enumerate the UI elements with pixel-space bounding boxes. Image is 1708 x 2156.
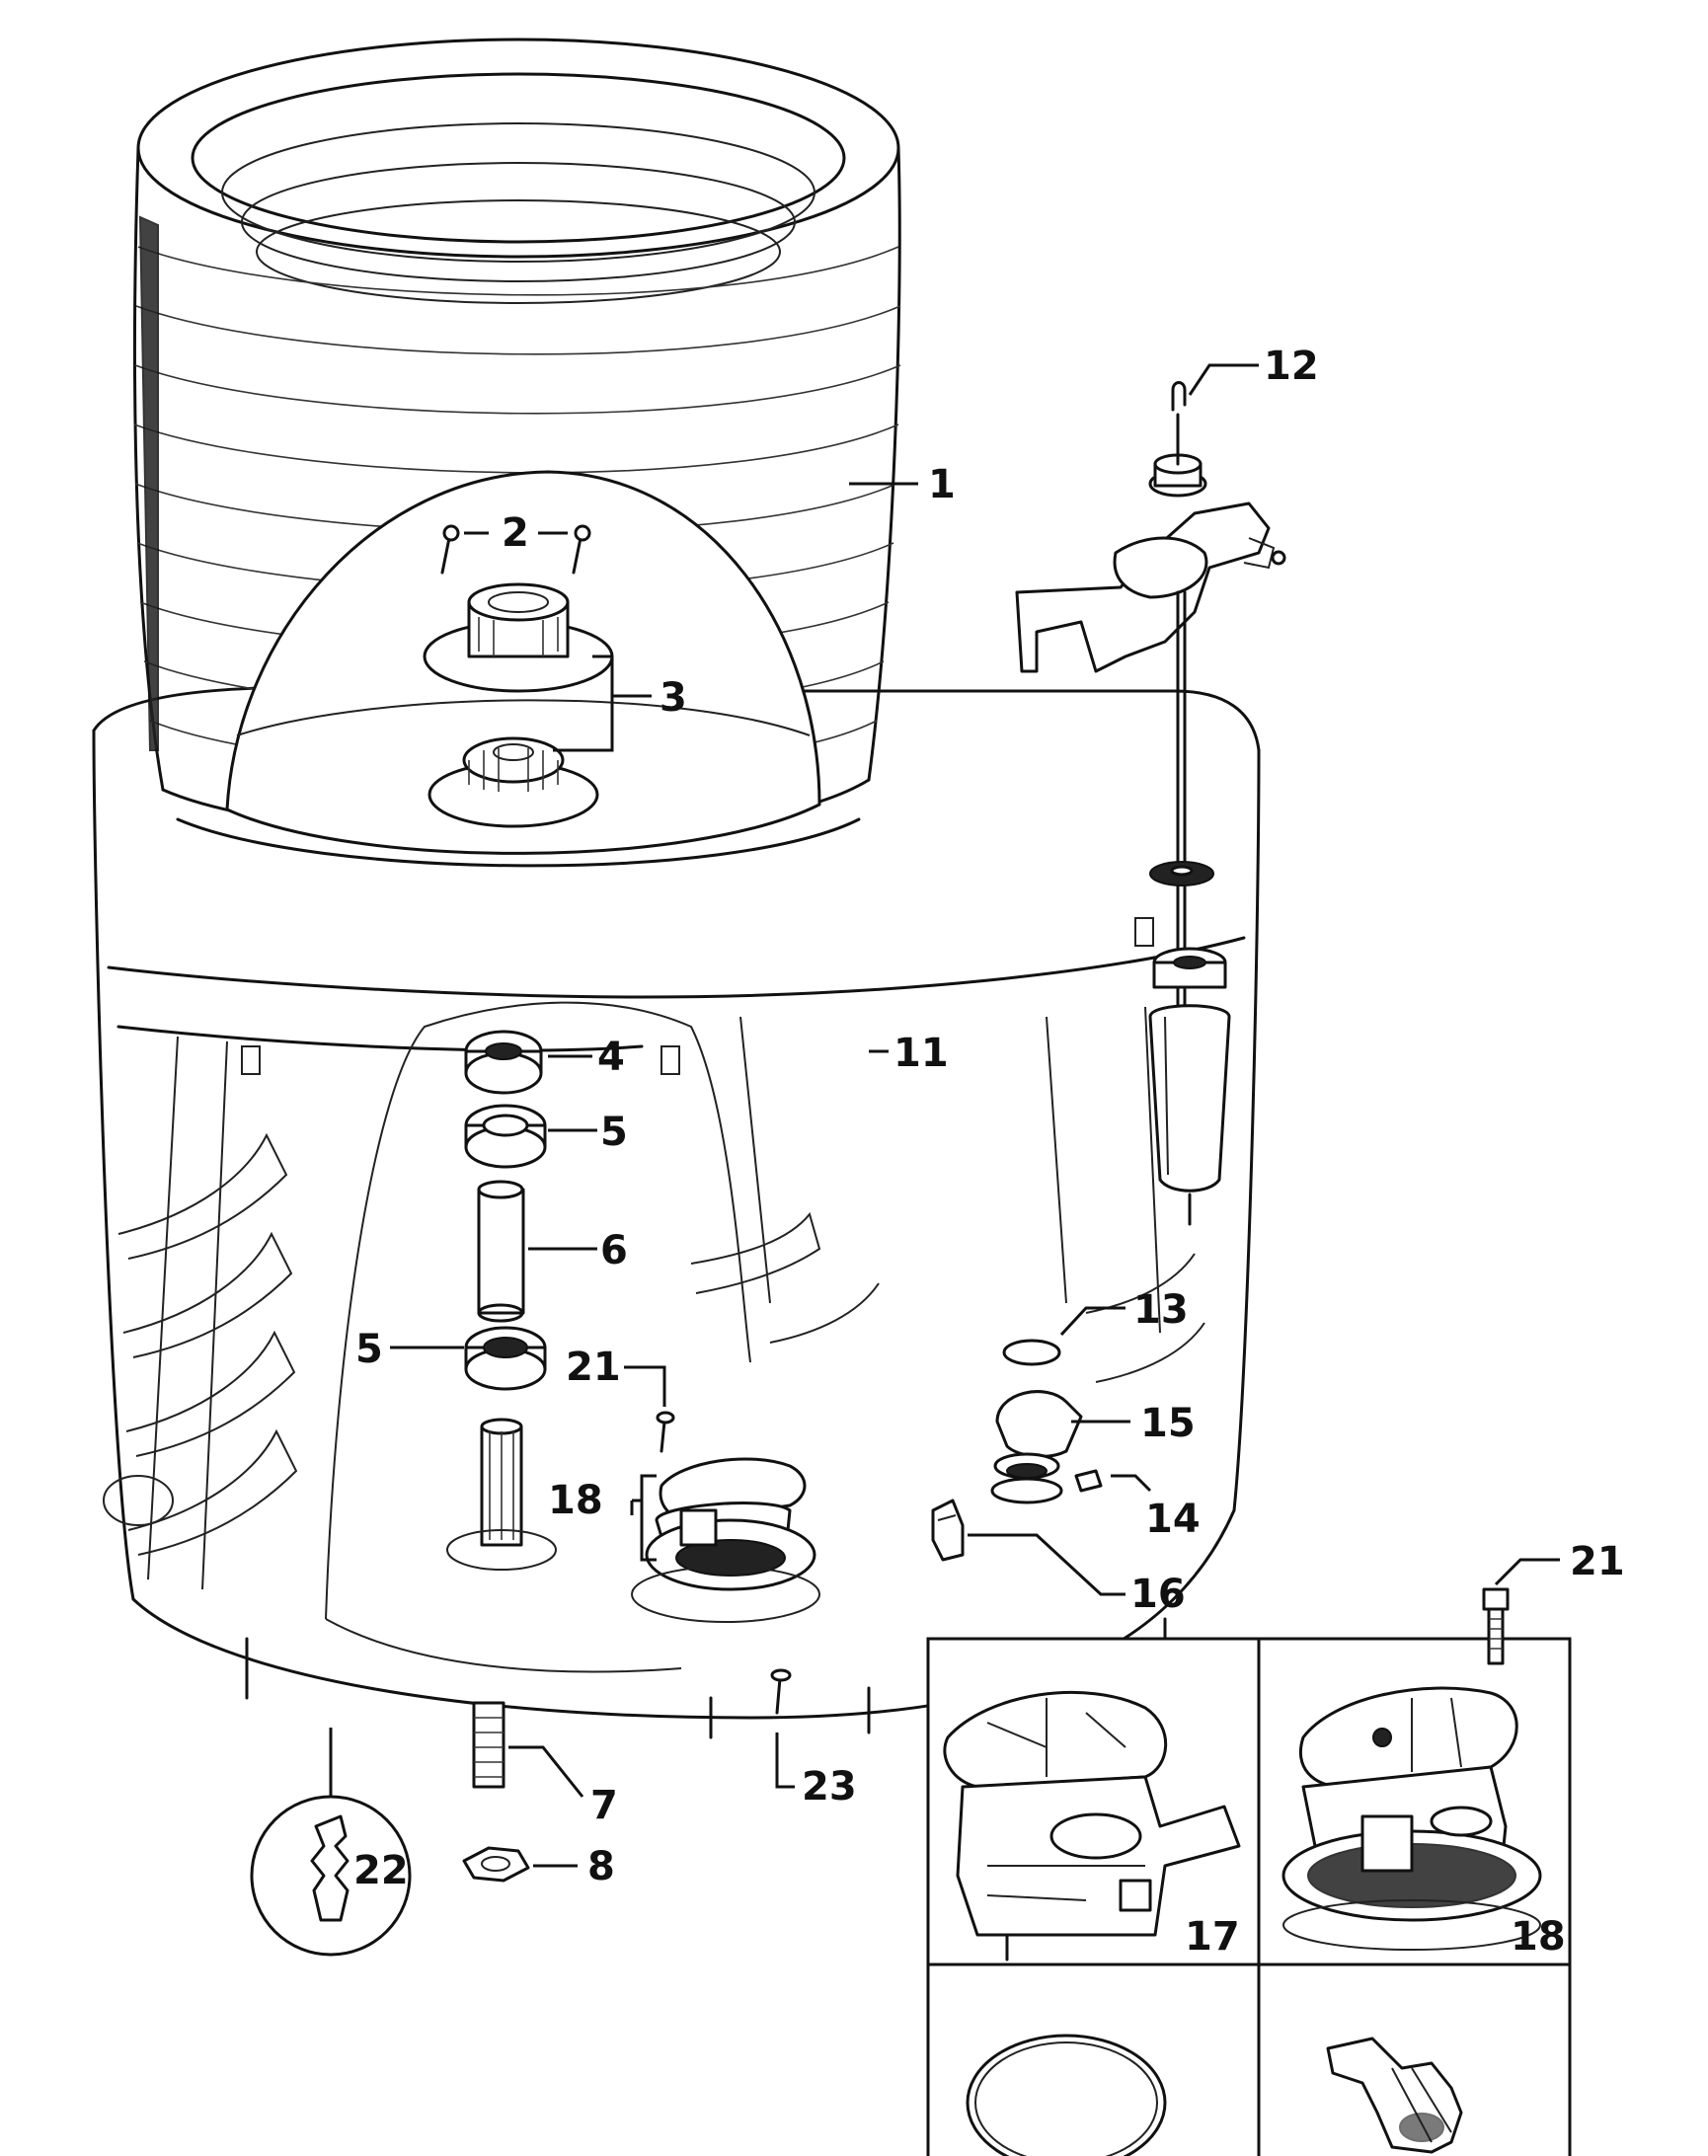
bearing-stack xyxy=(390,1030,597,1571)
callout-8: 8 xyxy=(587,1844,615,1889)
callout-6: 6 xyxy=(600,1228,628,1273)
drain-pump-18 xyxy=(1281,1686,1542,1951)
callout-12: 12 xyxy=(1264,344,1319,389)
pump-in-tub xyxy=(624,1365,820,1623)
callout-15: 15 xyxy=(1140,1401,1196,1446)
callout-2: 2 xyxy=(502,510,529,556)
callout-16: 16 xyxy=(1130,1572,1186,1617)
callout-4: 4 xyxy=(597,1035,625,1080)
callout-3: 3 xyxy=(660,675,687,721)
basket-screws xyxy=(440,524,591,575)
callout-21-panel: 21 xyxy=(1570,1539,1625,1584)
callout-5-upper: 5 xyxy=(600,1110,628,1155)
pump-cover-19 xyxy=(1326,2037,1463,2154)
lower-hardware xyxy=(250,1668,795,1957)
callout-11: 11 xyxy=(893,1031,949,1076)
panel-label-17: 17 xyxy=(1185,1914,1240,1960)
callout-22: 22 xyxy=(353,1848,409,1893)
callout-5-lower: 5 xyxy=(355,1327,383,1372)
callout-23: 23 xyxy=(802,1764,857,1810)
panel-label-18: 18 xyxy=(1511,1914,1566,1960)
water-level-float-assembly xyxy=(1015,363,1286,1226)
callout-1: 1 xyxy=(928,462,956,507)
pump-gasket-20 xyxy=(966,2034,1167,2156)
drain-hose-fittings xyxy=(931,1306,1152,1596)
callout-21-tub: 21 xyxy=(566,1345,621,1390)
callout-7: 7 xyxy=(590,1783,618,1828)
callout-13: 13 xyxy=(1133,1287,1189,1333)
drive-hub-and-gear xyxy=(423,582,652,828)
callout-14: 14 xyxy=(1145,1497,1201,1542)
pump-parts-panel xyxy=(926,1558,1572,2156)
callout-18-tub: 18 xyxy=(548,1478,603,1523)
outer-tub xyxy=(92,685,1261,1739)
drain-pump-17 xyxy=(943,1690,1241,1962)
